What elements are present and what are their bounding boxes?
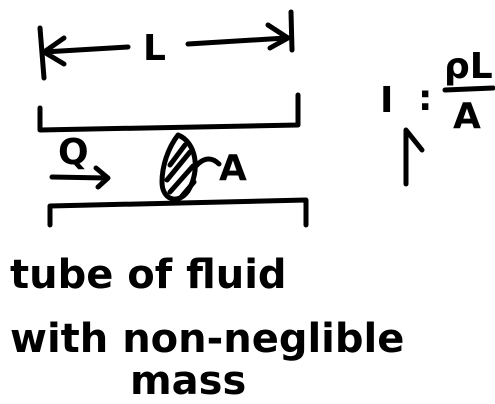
fraction-bar xyxy=(442,85,495,93)
formula-separator: : xyxy=(418,78,432,119)
cross-section: A xyxy=(159,132,247,202)
length-dimension: L xyxy=(37,9,295,81)
length-label: L xyxy=(143,28,166,69)
cross-section-hatching xyxy=(164,142,197,199)
pointer-arrow xyxy=(403,127,425,187)
area-leader-line xyxy=(193,156,222,169)
formula-lhs: I xyxy=(380,80,393,121)
caption: tube of fluid with non-neglible mass xyxy=(10,252,404,404)
formula-denominator: A xyxy=(453,96,481,137)
length-arrow-right xyxy=(185,22,291,51)
caption-line-2: with non-neglible xyxy=(10,316,404,362)
tube xyxy=(37,92,309,228)
tube-top-wall xyxy=(37,92,301,133)
cross-section-outline xyxy=(159,132,198,202)
caption-line-1: tube of fluid xyxy=(10,252,287,298)
area-label: A xyxy=(219,148,247,189)
caption-line-3: mass xyxy=(130,358,246,404)
flow-label: Q xyxy=(58,132,89,173)
flow: Q xyxy=(49,132,111,190)
tube-bottom-wall xyxy=(47,197,309,228)
length-arrow-left xyxy=(41,35,131,67)
flow-arrow xyxy=(49,165,111,190)
formula: I : ρL A xyxy=(380,46,495,187)
length-right-bar xyxy=(288,9,295,53)
formula-numerator: ρL xyxy=(444,46,493,87)
